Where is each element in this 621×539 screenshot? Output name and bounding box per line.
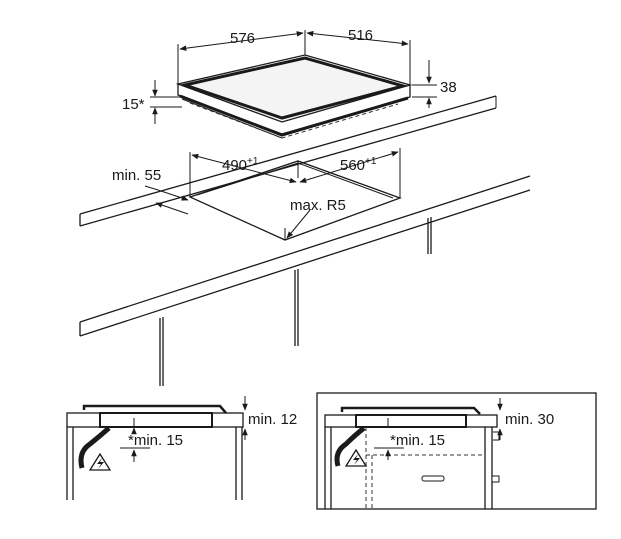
hob-width-label: 576 [230, 30, 255, 47]
dim-cutout-depth: 560+1 [299, 148, 401, 198]
hob-depth-label: 516 [348, 27, 373, 44]
dim-cutout-width: 490+1 [189, 152, 299, 197]
dim-radius: max. R5 [286, 197, 346, 239]
left-gap-top-label: min. 12 [248, 411, 297, 428]
cutout-depth-tolerance: +1 [365, 156, 377, 167]
svg-text:490+1: 490+1 [222, 156, 259, 174]
electric-hazard-icon [88, 452, 112, 471]
right-gap-top-label: min. 30 [505, 411, 554, 428]
dim-hob-inset: 15* [122, 80, 182, 124]
hob-height-label: 38 [440, 79, 457, 96]
hob-inset-label: 15* [122, 96, 145, 113]
electric-hazard-icon [344, 448, 368, 467]
cutout-depth-label: 560 [340, 157, 365, 174]
radius-label: max. R5 [290, 197, 346, 214]
right-gap-below-label: *min. 15 [390, 432, 445, 449]
side-section-left: min. 12 *min. 15 [66, 396, 297, 500]
hob [175, 54, 413, 139]
dim-hob-depth: 516 [306, 27, 411, 85]
dim-min-edge: min. 55 [112, 167, 189, 215]
dim-hob-width: 576 [177, 30, 306, 84]
cutout-width-tolerance: +1 [247, 156, 259, 167]
dim-hob-height: 38 [412, 60, 457, 108]
worktop [79, 95, 531, 386]
side-section-right: min. 30 *min. 15 [316, 392, 597, 510]
left-gap-below-label: *min. 15 [128, 432, 183, 449]
svg-text:560+1: 560+1 [340, 156, 377, 174]
min-edge-label: min. 55 [112, 167, 161, 184]
cutout-width-label: 490 [222, 157, 247, 174]
